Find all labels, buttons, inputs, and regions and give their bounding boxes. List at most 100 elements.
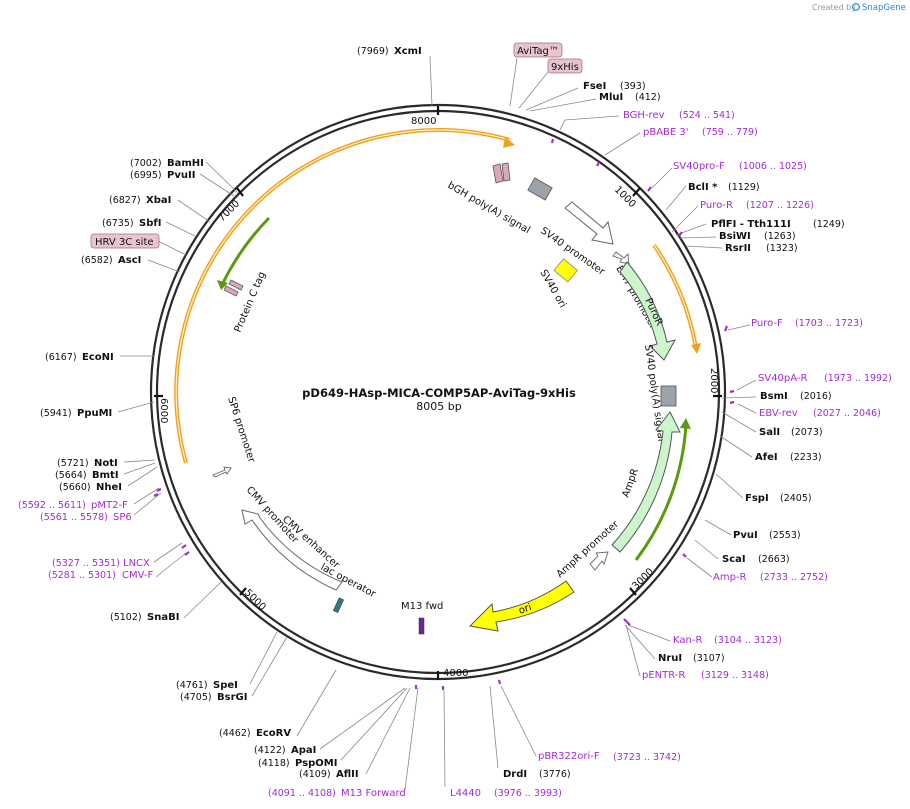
m13-fwd-box xyxy=(418,617,425,635)
snapgene-icon xyxy=(852,3,860,11)
enzyme-drdi-pos: (3776) xyxy=(539,769,571,780)
enzyme-mlui[interactable]: MluI xyxy=(599,92,623,103)
primer-pbabe3[interactable]: pBABE 3' xyxy=(643,127,689,138)
enzyme-spei[interactable]: SpeI xyxy=(213,680,238,691)
bgh-polya-box xyxy=(527,177,553,201)
enzyme-aflii[interactable]: AflII xyxy=(336,769,359,780)
enzymes-right: FseI (393) MluI (412) BclI * (1129) PflF… xyxy=(503,81,845,780)
primer-lncx-range: (5327 .. 5351) xyxy=(52,558,120,569)
sv40-polya-box xyxy=(660,385,677,407)
enzyme-pvui[interactable]: PvuI xyxy=(733,530,758,541)
primer-amp-r[interactable]: Amp-R xyxy=(713,572,747,583)
enzyme-asci[interactable]: AscI xyxy=(118,255,141,266)
enzyme-nhei[interactable]: NheI xyxy=(96,482,122,493)
enzyme-rsrii-pos: (1323) xyxy=(766,243,798,254)
enzyme-apai-pos: (4122) xyxy=(254,745,286,756)
tick-label-1000: 1000 xyxy=(612,184,638,210)
enzyme-ppumi-pos: (5941) xyxy=(40,408,72,419)
primer-pentr-r[interactable]: pENTR-R xyxy=(642,670,685,681)
primer-l4440[interactable]: L4440 xyxy=(450,788,481,799)
primer-puro-r[interactable]: Puro-R xyxy=(700,200,733,211)
primer-sv40pro-f[interactable]: SV40pro-F xyxy=(673,161,725,172)
credit: Created by SnapGene xyxy=(812,3,906,13)
9xhis-box xyxy=(501,162,511,182)
primer-cmv-f-range: (5281 .. 5301) xyxy=(48,570,116,581)
enzyme-pvui-pos: (2553) xyxy=(769,530,801,541)
enzyme-bsiwi-pos: (1263) xyxy=(764,231,796,242)
tick-label-2000: 2000 xyxy=(708,368,719,393)
primer-pbr322ori-f[interactable]: pBR322ori-F xyxy=(538,751,600,762)
orange-orf-right-arrow xyxy=(691,343,701,354)
primers-right: BGH-rev (524 .. 541) pBABE 3' (759 .. 77… xyxy=(450,110,892,799)
primer-ebv-rev[interactable]: EBV-rev xyxy=(759,408,798,419)
primer-bgh-rev[interactable]: BGH-rev xyxy=(623,110,665,121)
enzyme-noti[interactable]: NotI xyxy=(94,458,118,469)
primer-sp6[interactable]: SP6 xyxy=(113,512,132,523)
tick-7000 xyxy=(236,187,244,197)
enzyme-afei[interactable]: AfeI xyxy=(755,452,778,463)
hrv3c-label-box xyxy=(90,233,160,249)
tick-label-8000: 8000 xyxy=(411,116,436,127)
credit-label: Created by xyxy=(812,3,856,12)
enzyme-sali-pos: (2073) xyxy=(791,427,823,438)
enzyme-sbfi-pos: (6735) xyxy=(102,218,134,229)
primer-pentr-r-range: (3129 .. 3148) xyxy=(701,670,769,681)
primer-sv40pa-r[interactable]: SV40pA-R xyxy=(758,373,807,384)
primer-pmt2-f[interactable]: pMT2-F xyxy=(91,500,128,511)
primer-amp-r-range: (2733 .. 2752) xyxy=(760,572,828,583)
enzyme-fspi-pos: (2405) xyxy=(780,493,812,504)
enzyme-bsiwi[interactable]: BsiWI xyxy=(719,231,751,242)
ampr-promoter-arrow xyxy=(589,551,609,571)
ampr-promoter-label: AmpR promoter xyxy=(555,518,622,580)
enzyme-sali[interactable]: SalI xyxy=(759,427,780,438)
enzyme-fspi[interactable]: FspI xyxy=(745,493,769,504)
enzyme-bsrgi[interactable]: BsrGI xyxy=(217,692,247,703)
primer-m13-forward[interactable]: M13 Forward xyxy=(341,788,406,799)
enzyme-aflii-pos: (4109) xyxy=(299,769,331,780)
primer-ebv-rev-range: (2027 .. 2046) xyxy=(813,408,881,419)
enzyme-bsmi[interactable]: BsmI xyxy=(760,391,788,402)
primer-sp6-range: (5561 .. 5578) xyxy=(40,512,108,523)
primer-puro-f-range: (1703 .. 1723) xyxy=(795,318,863,329)
protein-c-tag-label: Protein C tag xyxy=(233,270,268,334)
primer-bgh-rev-range: (524 .. 541) xyxy=(679,110,735,121)
primer-pbabe3-range: (759 .. 779) xyxy=(702,127,758,138)
enzyme-spei-pos: (4761) xyxy=(176,680,208,691)
primer-sv40pro-f-range: (1006 .. 1025) xyxy=(739,161,807,172)
enzyme-bamhi[interactable]: BamHI xyxy=(167,158,204,169)
enzyme-ecorv[interactable]: EcoRV xyxy=(256,728,291,739)
primer-cmv-f[interactable]: CMV-F xyxy=(122,570,153,581)
enzyme-fsei[interactable]: FseI xyxy=(583,81,606,92)
enzyme-scai[interactable]: ScaI xyxy=(722,554,746,565)
enzyme-xcmi[interactable]: XcmI xyxy=(394,46,422,57)
enzyme-econi[interactable]: EcoNI xyxy=(82,352,114,363)
green-arc-left xyxy=(220,216,271,286)
tick-5000 xyxy=(239,587,247,596)
enzyme-apai[interactable]: ApaI xyxy=(291,745,316,756)
enzyme-ppumi[interactable]: PpuMI xyxy=(77,408,112,419)
enzyme-drdi[interactable]: DrdI xyxy=(503,769,527,780)
primer-puro-f[interactable]: Puro-F xyxy=(751,318,783,329)
enzyme-rsrii[interactable]: RsrII xyxy=(725,243,751,254)
avitag-box xyxy=(492,163,504,184)
enzyme-pflfi[interactable]: PflFI - Tth111I xyxy=(711,219,791,230)
enzyme-bcli[interactable]: BclI * xyxy=(688,182,718,193)
credit-brand: SnapGene xyxy=(862,3,906,13)
enzyme-pspomi[interactable]: PspOMI xyxy=(295,758,337,769)
enzyme-pflfi-pos: (1249) xyxy=(813,219,845,230)
sv40-ori-box xyxy=(553,258,578,283)
enzyme-pvuii[interactable]: PvuII xyxy=(167,170,195,181)
enzyme-nrui[interactable]: NruI xyxy=(658,653,682,664)
primer-kan-r-range: (3104 .. 3123) xyxy=(714,635,782,646)
tag-labels: AviTag™ 9xHis HRV 3C site xyxy=(90,42,583,249)
primer-lncx[interactable]: LNCX xyxy=(123,558,150,569)
cmv-arrow xyxy=(241,509,343,591)
enzyme-sbfi[interactable]: SbfI xyxy=(139,218,161,229)
primers-left: (5592 .. 5611) pMT2-F (5561 .. 5578) SP6… xyxy=(18,500,406,799)
enzyme-snabi[interactable]: SnaBI xyxy=(147,612,179,623)
cmv-enhancer-label: CMV enhancer xyxy=(280,514,342,571)
enzyme-xbai[interactable]: XbaI xyxy=(146,195,171,206)
plasmid-name: pD649-HAsp-MICA-COMP5AP-AviTag-9xHis xyxy=(302,386,576,400)
primer-kan-r[interactable]: Kan-R xyxy=(673,635,702,646)
enzyme-bmti[interactable]: BmtI xyxy=(92,470,119,481)
